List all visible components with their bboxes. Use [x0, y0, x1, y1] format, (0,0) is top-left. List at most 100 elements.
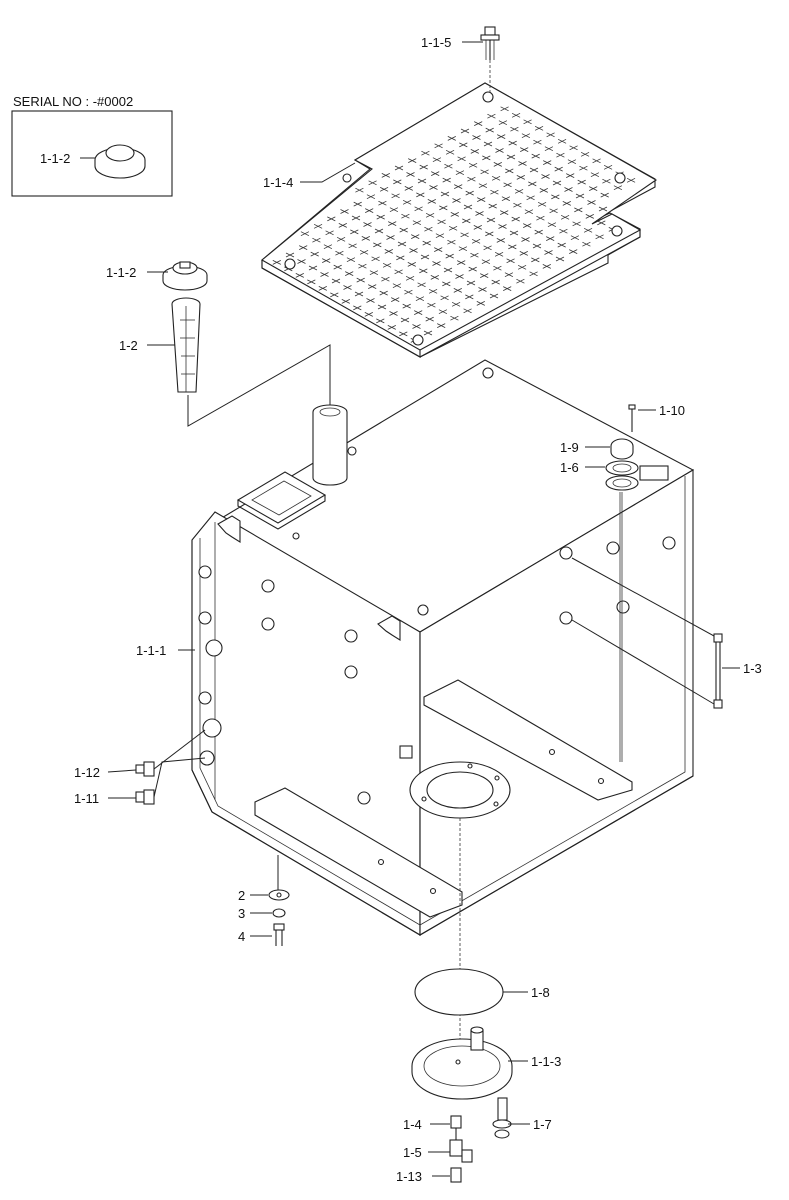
- perforation-mark: [453, 288, 462, 293]
- mount-hardware: [268, 855, 290, 946]
- perforation-mark: [437, 323, 446, 328]
- perforation-mark: [496, 238, 505, 243]
- perforation-mark: [504, 272, 514, 278]
- perforation-mark: [555, 256, 565, 262]
- perforation-mark: [391, 297, 400, 302]
- perforation-mark: [491, 175, 501, 181]
- perforation-mark: [378, 200, 387, 206]
- perforation-mark: [366, 194, 376, 200]
- callout-1-11: 1-11: [74, 791, 99, 806]
- perforation-mark: [541, 174, 550, 179]
- perforation-mark: [408, 158, 417, 163]
- perforation-mark: [493, 162, 502, 167]
- perforation-mark: [445, 253, 454, 259]
- perforation-mark: [508, 244, 517, 250]
- perforation-mark: [572, 221, 581, 227]
- perforation-mark: [500, 210, 509, 215]
- perforation-mark: [462, 218, 471, 224]
- perforation-mark: [405, 275, 415, 281]
- perforation-mark: [523, 119, 532, 125]
- perforation-mark: [331, 278, 341, 284]
- perforation-mark: [432, 261, 441, 266]
- perforation-mark: [585, 214, 594, 219]
- perforation-mark: [440, 191, 450, 197]
- perforation-mark: [452, 198, 461, 203]
- perforation-mark: [354, 291, 364, 297]
- callout-1-9: 1-9: [560, 440, 579, 455]
- perforation-mark: [510, 126, 519, 132]
- perforation-mark: [359, 249, 369, 255]
- perforation-mark: [297, 259, 306, 264]
- perforation-mark: [447, 239, 456, 245]
- perforation-mark: [577, 179, 586, 185]
- perforation-mark: [580, 151, 590, 157]
- perforation-mark: [382, 262, 392, 268]
- perforation-mark: [523, 223, 532, 228]
- perforation-mark: [387, 325, 396, 330]
- serial-title: SERIAL NO : -#0002: [13, 94, 133, 109]
- perforation-mark: [355, 187, 364, 193]
- serial-part-label: 1-1-2: [40, 151, 70, 166]
- perforation-mark: [518, 161, 527, 166]
- perforation-mark: [351, 215, 361, 221]
- callout-2: 2: [238, 888, 245, 903]
- perforation-mark: [345, 271, 354, 276]
- callout-1-1-2: 1-1-2: [106, 265, 136, 280]
- perforation-mark: [481, 259, 491, 265]
- perforation-mark: [551, 194, 560, 200]
- callout-3: 3: [238, 906, 245, 921]
- callout-1-13: 1-13: [396, 1169, 422, 1184]
- perforation-mark: [466, 280, 476, 286]
- perforation-mark: [391, 193, 400, 199]
- callout-1-8: 1-8: [531, 985, 550, 1000]
- callout-1-1-1: 1-1-1: [136, 643, 166, 658]
- perforation-mark: [368, 284, 377, 289]
- perforation-mark: [389, 207, 399, 213]
- perforation-mark: [485, 231, 494, 237]
- perforation-mark: [366, 298, 375, 303]
- perforation-mark: [415, 296, 425, 302]
- perforation-mark: [448, 225, 458, 231]
- perforation-mark: [397, 241, 407, 247]
- perforation-mark: [567, 159, 577, 165]
- perforation-mark: [475, 211, 484, 216]
- perforation-mark: [473, 225, 482, 230]
- perforation-mark: [412, 220, 422, 226]
- perforation-mark: [313, 223, 323, 229]
- perforation-mark: [474, 121, 483, 126]
- perforation-mark: [501, 196, 511, 202]
- perforation-mark: [399, 227, 408, 233]
- perforation-mark: [451, 301, 461, 307]
- perforation-mark: [603, 164, 613, 170]
- serial-box-frame: [11, 110, 173, 197]
- perforation-mark: [483, 141, 493, 147]
- perforation-mark: [421, 150, 430, 156]
- perforation-mark: [310, 251, 319, 257]
- perforation-mark: [340, 209, 349, 214]
- perforation-mark: [575, 193, 585, 199]
- perforation-mark: [569, 249, 578, 254]
- perforation-mark: [341, 299, 350, 304]
- perforation-mark: [322, 258, 331, 263]
- perforation-mark: [470, 149, 479, 154]
- perforation-mark: [376, 214, 385, 220]
- leader-lines: [107, 41, 740, 1177]
- perforation-mark: [559, 228, 568, 234]
- perforation-mark: [542, 264, 551, 269]
- perforation-mark: [425, 316, 434, 322]
- callout-1-5: 1-5: [403, 1145, 422, 1160]
- perforation-mark: [459, 142, 468, 148]
- perforation-mark: [295, 273, 304, 278]
- perforation-mark: [396, 255, 405, 261]
- perforation-mark: [374, 228, 384, 234]
- perforation-mark: [343, 285, 352, 290]
- perforation-mark: [389, 311, 398, 316]
- perforation-mark: [602, 178, 611, 184]
- perforation-mark: [338, 223, 347, 228]
- perforation-mark: [498, 120, 508, 126]
- perforation-mark: [521, 237, 530, 242]
- perforation-mark: [379, 290, 388, 296]
- perforation-mark: [312, 237, 321, 243]
- perforation-mark: [427, 302, 436, 308]
- tank-body: [191, 359, 695, 936]
